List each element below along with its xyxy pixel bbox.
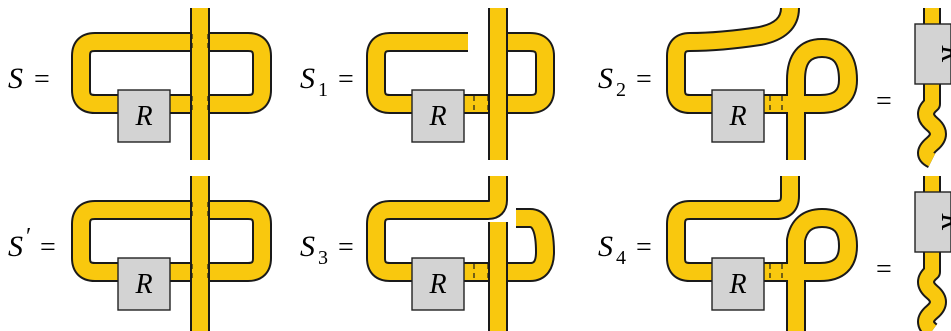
diagram-s4: S 4 = R = R bbox=[598, 176, 951, 331]
label-s2: S bbox=[598, 62, 613, 95]
equals-s: = bbox=[34, 64, 50, 95]
label-s3-sub: 3 bbox=[318, 247, 328, 269]
r-box-label: R bbox=[728, 269, 746, 300]
r-box bbox=[117, 257, 171, 311]
label-s3: S bbox=[300, 230, 315, 263]
r-box-label: R bbox=[428, 269, 446, 300]
r-box bbox=[711, 257, 765, 311]
label-s1: S bbox=[300, 62, 315, 95]
equals-s2-rhs: = bbox=[876, 86, 892, 117]
r-box bbox=[711, 89, 765, 143]
rotated-r-box bbox=[914, 191, 951, 253]
equals-s-prime: = bbox=[40, 232, 56, 263]
label-s-prime-mark: ′ bbox=[26, 224, 31, 250]
r-box-label: R bbox=[728, 101, 746, 132]
label-s1-sub: 1 bbox=[318, 79, 328, 101]
r-box-label: R bbox=[134, 269, 152, 300]
diagram-s3: S 3 = R bbox=[300, 176, 555, 331]
r-box bbox=[411, 257, 465, 311]
equals-s3: = bbox=[338, 232, 354, 263]
rotated-r-label: R bbox=[935, 212, 951, 230]
equals-s4-rhs: = bbox=[876, 254, 892, 285]
diagram-s2: S 2 = R = R bbox=[598, 7, 951, 169]
label-s-prime: S bbox=[8, 230, 23, 263]
rotated-r-box bbox=[914, 23, 951, 85]
r-box bbox=[411, 89, 465, 143]
label-s4: S bbox=[598, 230, 613, 263]
diagram-s1: S 1 = R bbox=[300, 8, 555, 160]
label-s2-sub: 2 bbox=[616, 79, 626, 101]
equals-s2: = bbox=[636, 64, 652, 95]
diagram-s-prime: S ′ = R bbox=[8, 176, 272, 331]
diagram-s: S = R bbox=[8, 8, 272, 160]
r-box-label: R bbox=[428, 101, 446, 132]
label-s: S bbox=[8, 62, 23, 95]
equals-s4: = bbox=[636, 232, 652, 263]
label-s4-sub: 4 bbox=[616, 247, 626, 269]
rotated-r-label: R bbox=[935, 44, 951, 62]
r-box-label: R bbox=[134, 101, 152, 132]
equals-s1: = bbox=[338, 64, 354, 95]
r-box bbox=[117, 89, 171, 143]
